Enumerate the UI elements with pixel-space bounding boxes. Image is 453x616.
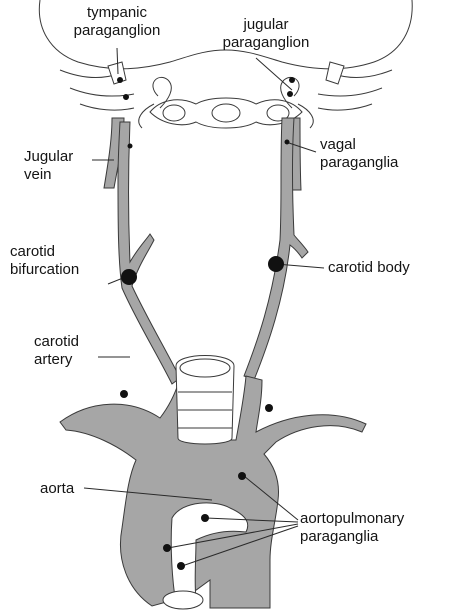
jugular-paraganglion-dot-2 bbox=[287, 91, 293, 97]
tympanic-paraganglion-dot-2 bbox=[123, 94, 129, 100]
aortopulmonary-dot-1 bbox=[238, 472, 246, 480]
subclavian-left-dot bbox=[120, 390, 128, 398]
carotid-left bbox=[118, 122, 180, 384]
subclavian-right-dot bbox=[265, 404, 273, 412]
carotid-body-left-dot bbox=[121, 269, 137, 285]
tympanic-paraganglion-dot bbox=[117, 77, 123, 83]
trachea-lumen bbox=[180, 359, 230, 377]
foramen-left bbox=[163, 105, 185, 121]
vagal-paraganglion-right-dot bbox=[285, 140, 290, 145]
pulmonary-artery-cut bbox=[163, 591, 203, 609]
vagal-paraganglion-left-dot bbox=[128, 144, 133, 149]
label-carotid-body: carotid body bbox=[328, 259, 410, 277]
carotid-body-right-dot bbox=[268, 256, 284, 272]
label-aorta: aorta bbox=[40, 480, 74, 498]
aortopulmonary-dot-4 bbox=[177, 562, 185, 570]
aortopulmonary-dot-2 bbox=[201, 514, 209, 522]
jugular-paraganglion-dot bbox=[289, 77, 295, 83]
aortopulmonary-dot-3 bbox=[163, 544, 171, 552]
foramen-center bbox=[212, 104, 240, 122]
